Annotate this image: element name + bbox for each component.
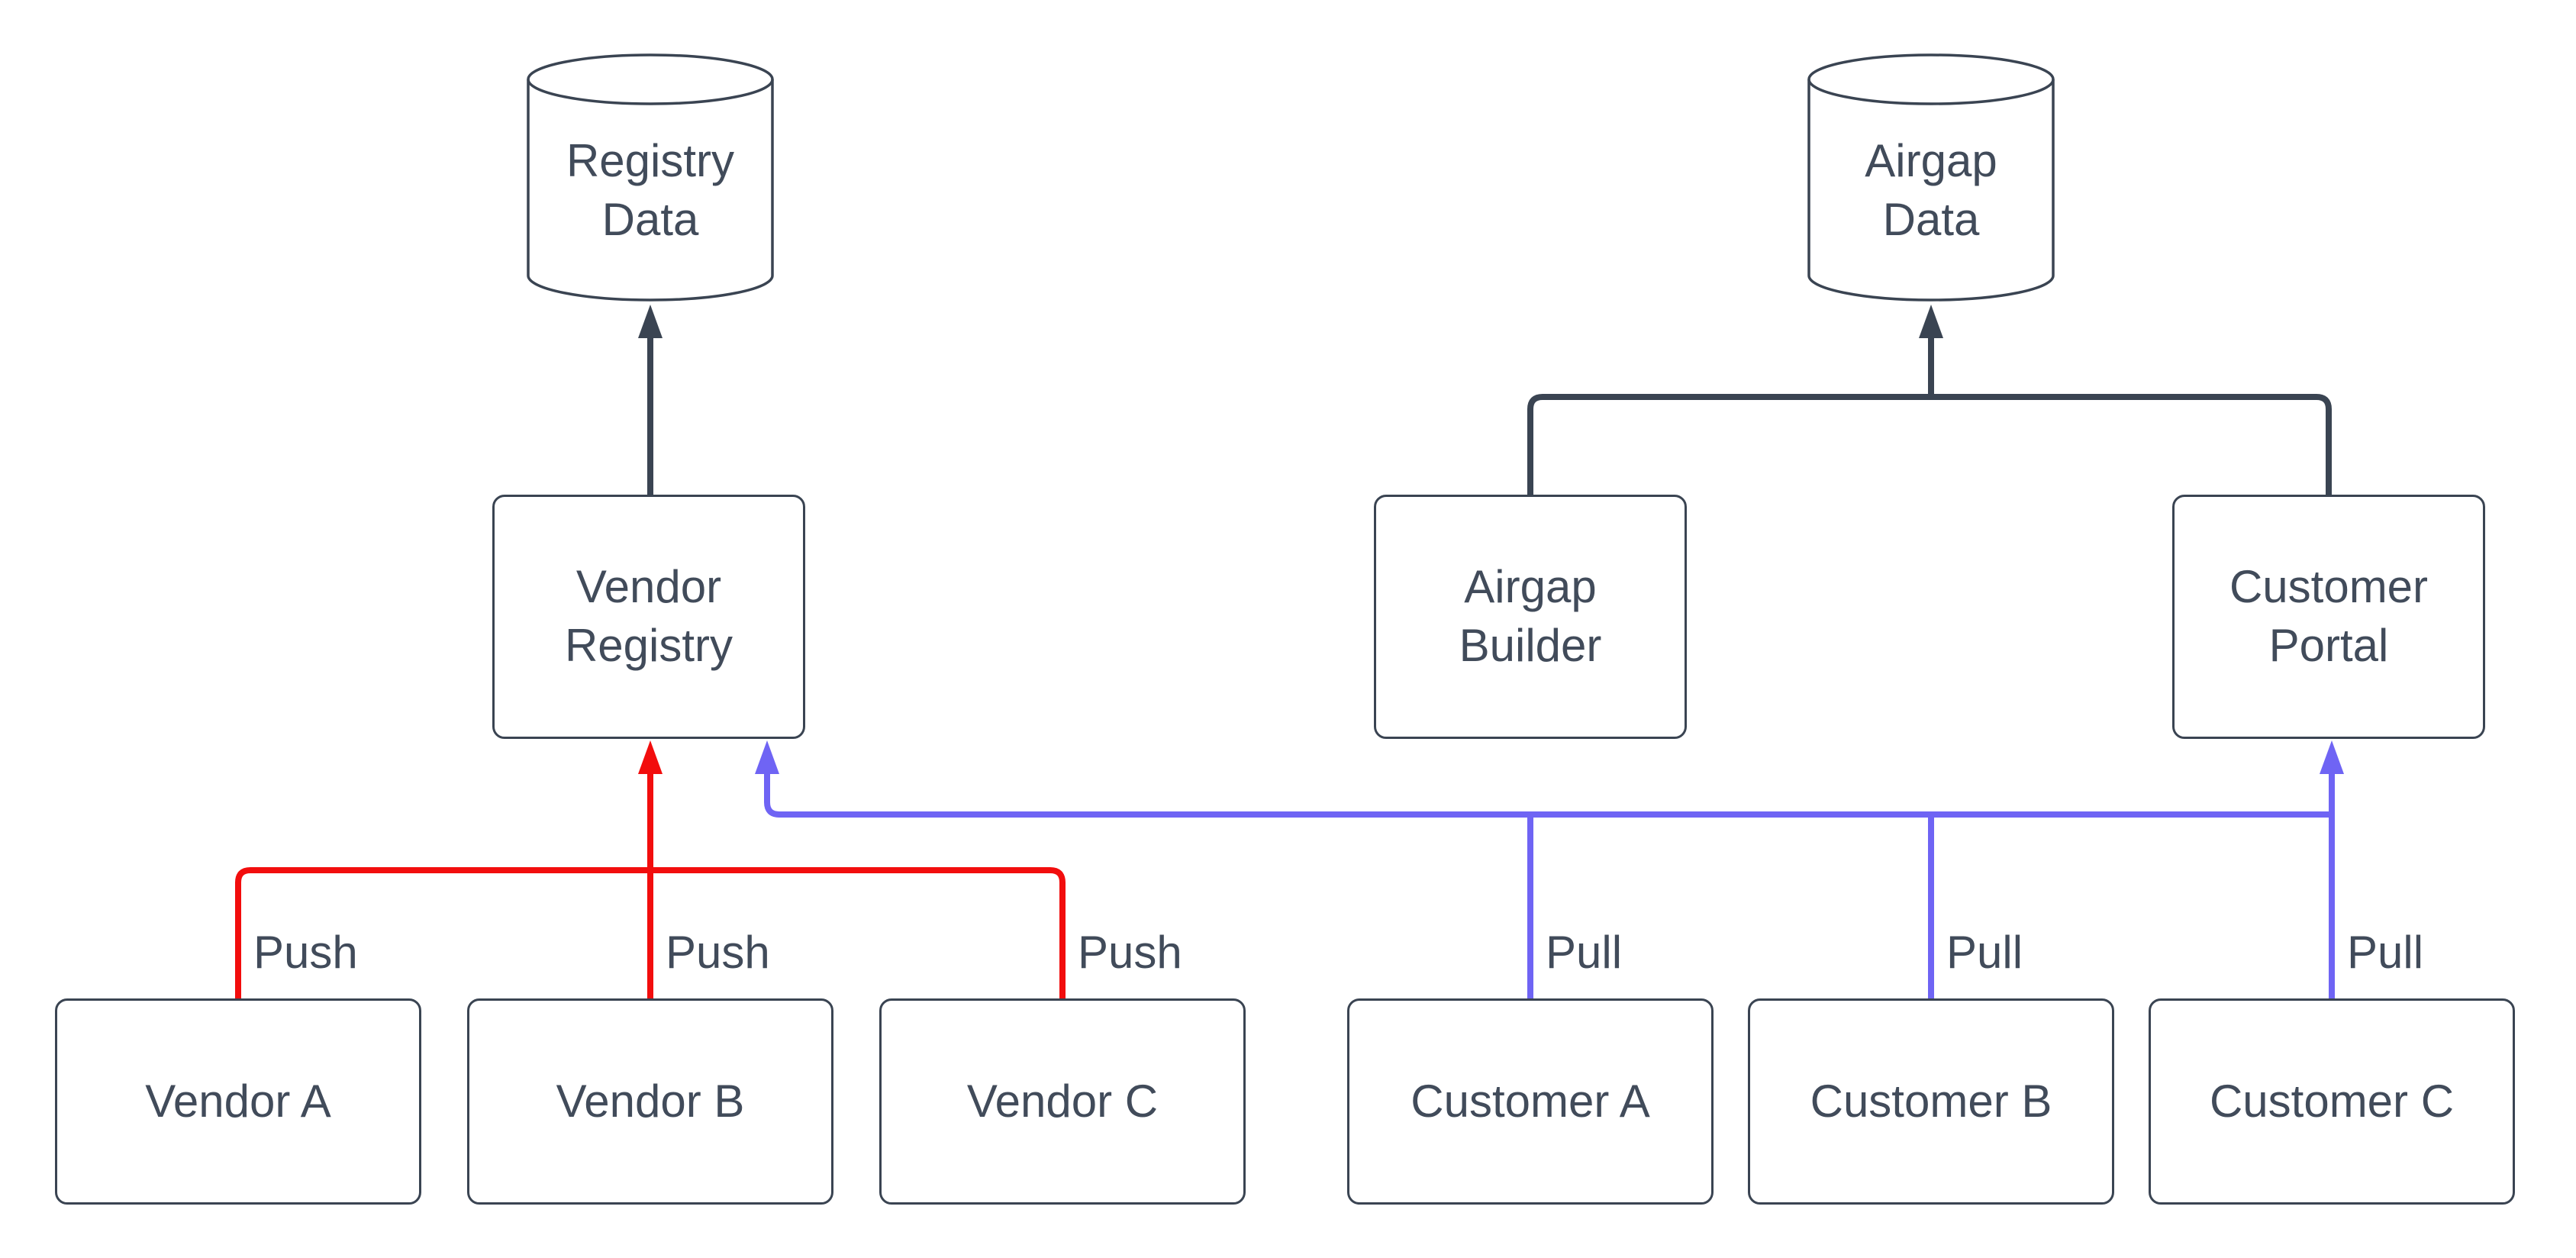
- edge-label-push-vendor-c: Push: [1078, 927, 1182, 978]
- customer-c-label: Customer C: [2209, 1075, 2455, 1127]
- node-customer-portal: Customer Portal: [2172, 495, 2485, 739]
- edge-label-pull-customer-b: Pull: [1946, 927, 2023, 978]
- edge-label-push-vendor-a: Push: [253, 927, 358, 978]
- edge-push-vendor-a: [235, 867, 650, 998]
- node-vendor-a: Vendor A: [55, 998, 421, 1205]
- arrowhead-registry-data: [638, 305, 663, 338]
- cylinder-registry-data: [527, 53, 774, 302]
- customer-b-label: Customer B: [1810, 1075, 2052, 1127]
- node-airgap-data-label: Airgap Data: [1824, 115, 2038, 267]
- edge-push-vendor-c: [650, 867, 1066, 998]
- edge-pull-trunk: [764, 773, 2332, 818]
- arrowhead-airgap-data: [1919, 305, 1943, 338]
- registry-data-text: Registry Data: [566, 135, 735, 245]
- node-customer-a: Customer A: [1347, 998, 1714, 1205]
- node-vendor-registry: Vendor Registry: [492, 495, 805, 739]
- arrowhead-push-vendor-registry: [638, 740, 663, 774]
- vendor-registry-label: Vendor Registry: [564, 561, 733, 671]
- cylinder-airgap-data: [1807, 53, 2055, 302]
- node-customer-b: Customer B: [1748, 998, 2114, 1205]
- vendor-c-label: Vendor C: [966, 1075, 1159, 1127]
- node-vendor-c: Vendor C: [879, 998, 1246, 1205]
- node-vendor-b: Vendor B: [467, 998, 833, 1205]
- node-airgap-builder: Airgap Builder: [1374, 495, 1687, 739]
- edge-airgap-builder-to-junction: [1527, 394, 1931, 495]
- edge-label-pull-customer-c: Pull: [2347, 927, 2424, 978]
- airgap-builder-label: Airgap Builder: [1459, 561, 1602, 671]
- customer-a-label: Customer A: [1411, 1075, 1650, 1127]
- vendor-b-label: Vendor B: [556, 1075, 745, 1127]
- airgap-data-text: Airgap Data: [1865, 135, 1997, 245]
- node-registry-data-label: Registry Data: [543, 115, 757, 267]
- customer-portal-label: Customer Portal: [2229, 561, 2429, 671]
- edge-label-pull-customer-a: Pull: [1546, 927, 1623, 978]
- edge-customer-portal-to-junction: [1931, 394, 2332, 495]
- vendor-a-label: Vendor A: [145, 1075, 331, 1127]
- edge-label-push-vendor-b: Push: [666, 927, 770, 978]
- node-customer-c: Customer C: [2149, 998, 2515, 1205]
- arrowhead-pull-customer-portal: [2320, 740, 2344, 774]
- arrowhead-pull-vendor-registry: [755, 740, 779, 774]
